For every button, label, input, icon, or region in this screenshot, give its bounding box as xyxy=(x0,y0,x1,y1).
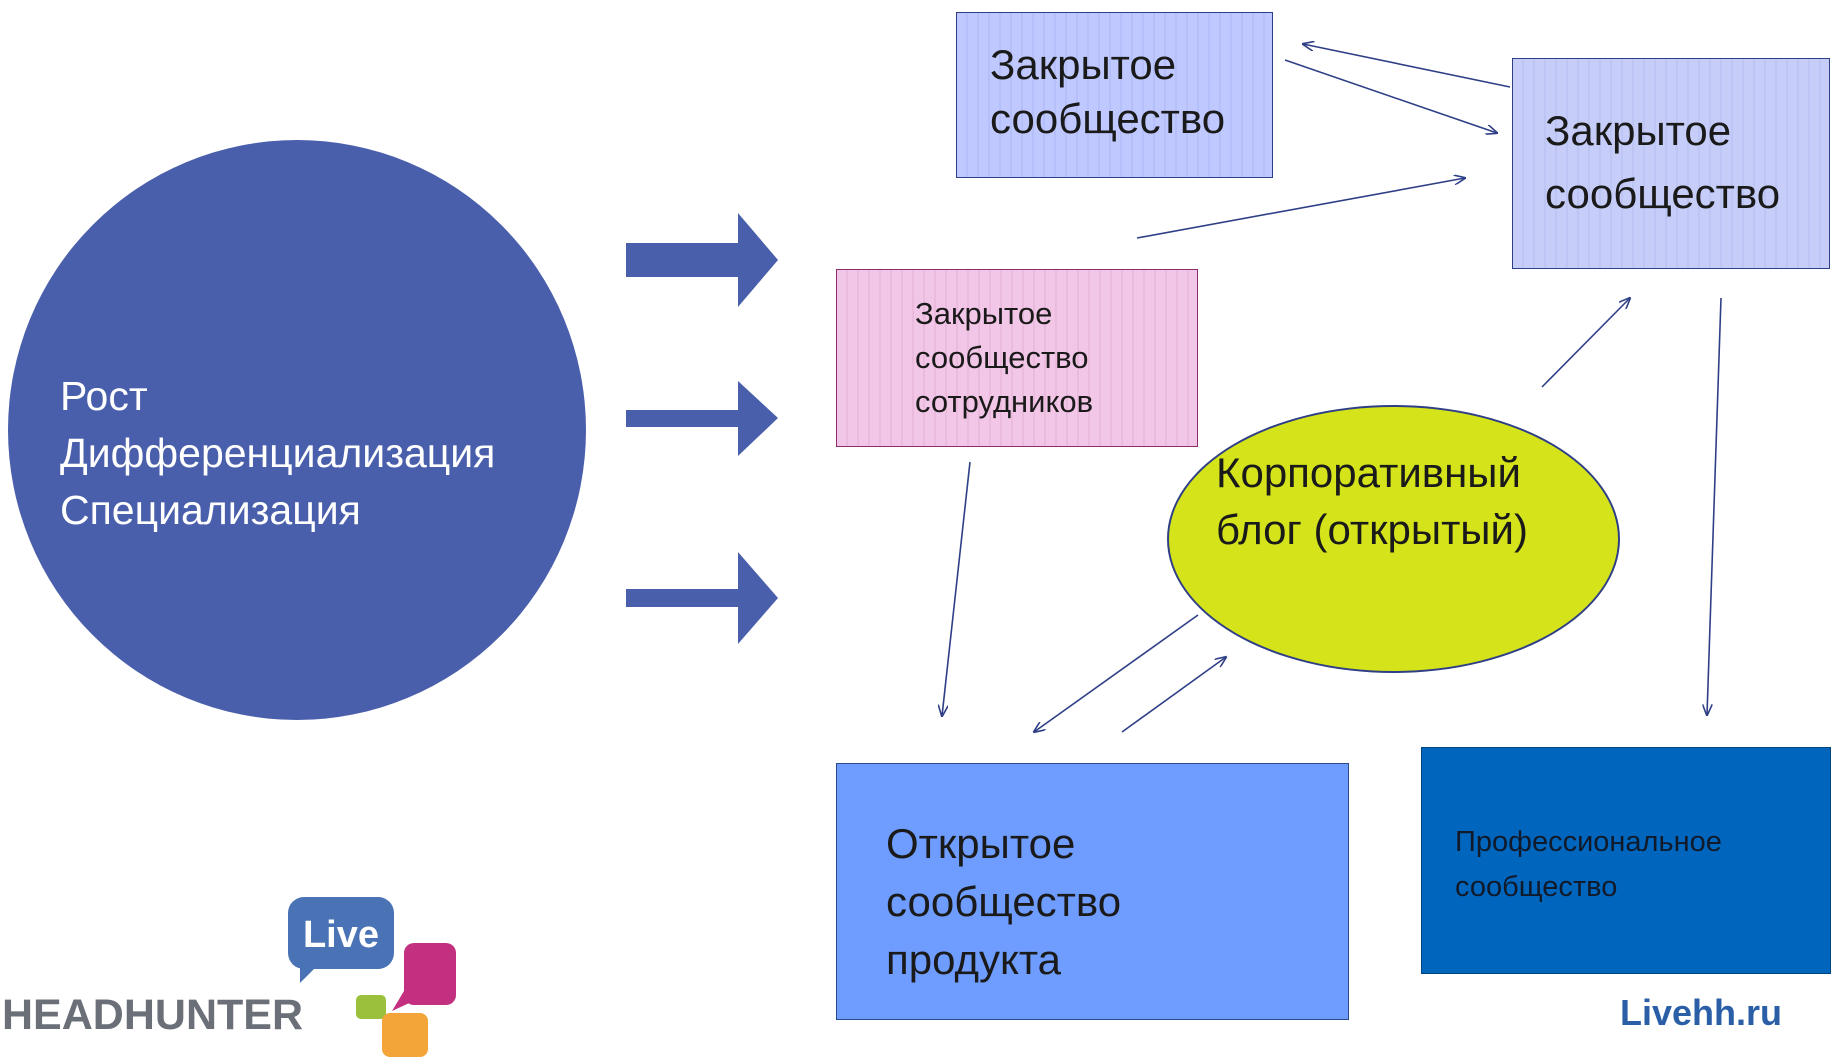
connector-employees-to-open xyxy=(942,461,971,716)
growth-circle xyxy=(8,140,586,720)
employees-community-box xyxy=(836,269,1198,447)
closed-community-top-box xyxy=(956,12,1273,178)
growth-circle-text: Рост Дифференциализация Специализация xyxy=(60,368,495,539)
headhunter-live-logo: Live HEADHUNTER xyxy=(2,897,456,1057)
growth-label: Рост xyxy=(60,373,148,419)
block-arrow-middle xyxy=(626,381,778,456)
corporate-blog-ellipse xyxy=(1167,405,1620,673)
differentiation-label: Дифференциализация xyxy=(60,430,496,476)
closed-community-right-text: Закрытое сообщество xyxy=(1545,99,1780,225)
logo-headhunter-text: HEADHUNTER xyxy=(2,991,303,1039)
block-arrow-bottom xyxy=(626,552,778,644)
specialization-label: Специализация xyxy=(60,487,361,533)
logo-live-badge: Live xyxy=(303,914,379,956)
block-arrow-top xyxy=(626,213,778,307)
employees-community-line3: сотрудников xyxy=(915,384,1094,419)
open-product-community-text: Открытое сообщество продукта xyxy=(886,815,1121,989)
professional-line2: сообщество xyxy=(1455,871,1618,903)
closed-community-top-line2: сообщество xyxy=(990,95,1226,142)
closed-community-top-text: Закрытое сообщество xyxy=(990,38,1225,146)
logo-color-squares-icon xyxy=(356,943,456,1057)
connector-right-to-professional xyxy=(1707,297,1722,715)
professional-community-text: Профессиональное сообщество xyxy=(1455,820,1722,910)
site-link-livehh[interactable]: Livehh.ru xyxy=(1620,992,1783,1033)
closed-community-top-line1: Закрытое xyxy=(990,41,1177,88)
employees-community-text: Закрытое сообщество сотрудников xyxy=(915,292,1093,424)
corporate-blog-text: Корпоративный блог (открытый) xyxy=(1216,444,1528,558)
connector-blog-to-right xyxy=(1541,298,1630,388)
connector-blog-to-open xyxy=(1034,614,1199,732)
connector-employees-to-right xyxy=(1136,178,1465,239)
professional-line1: Профессиональное xyxy=(1455,826,1722,858)
live-speech-bubble-icon xyxy=(288,897,394,983)
employees-community-line2: сообщество xyxy=(915,340,1089,375)
connector-top-to-right xyxy=(1284,59,1497,133)
employees-community-line1: Закрытое xyxy=(915,296,1053,331)
connector-right-to-top xyxy=(1303,44,1511,88)
open-product-community-box xyxy=(836,763,1349,1020)
open-product-line2: сообщество xyxy=(886,878,1122,925)
open-product-line1: Открытое xyxy=(886,820,1076,867)
closed-community-right-line1: Закрытое xyxy=(1545,107,1732,154)
closed-community-right-box xyxy=(1512,58,1830,269)
closed-community-right-line2: сообщество xyxy=(1545,170,1781,217)
corporate-blog-line1: Корпоративный xyxy=(1216,449,1521,496)
professional-community-box xyxy=(1421,747,1831,974)
connector-open-to-blog xyxy=(1121,657,1226,733)
corporate-blog-line2: блог (открытый) xyxy=(1216,506,1528,553)
open-product-line3: продукта xyxy=(886,936,1062,983)
